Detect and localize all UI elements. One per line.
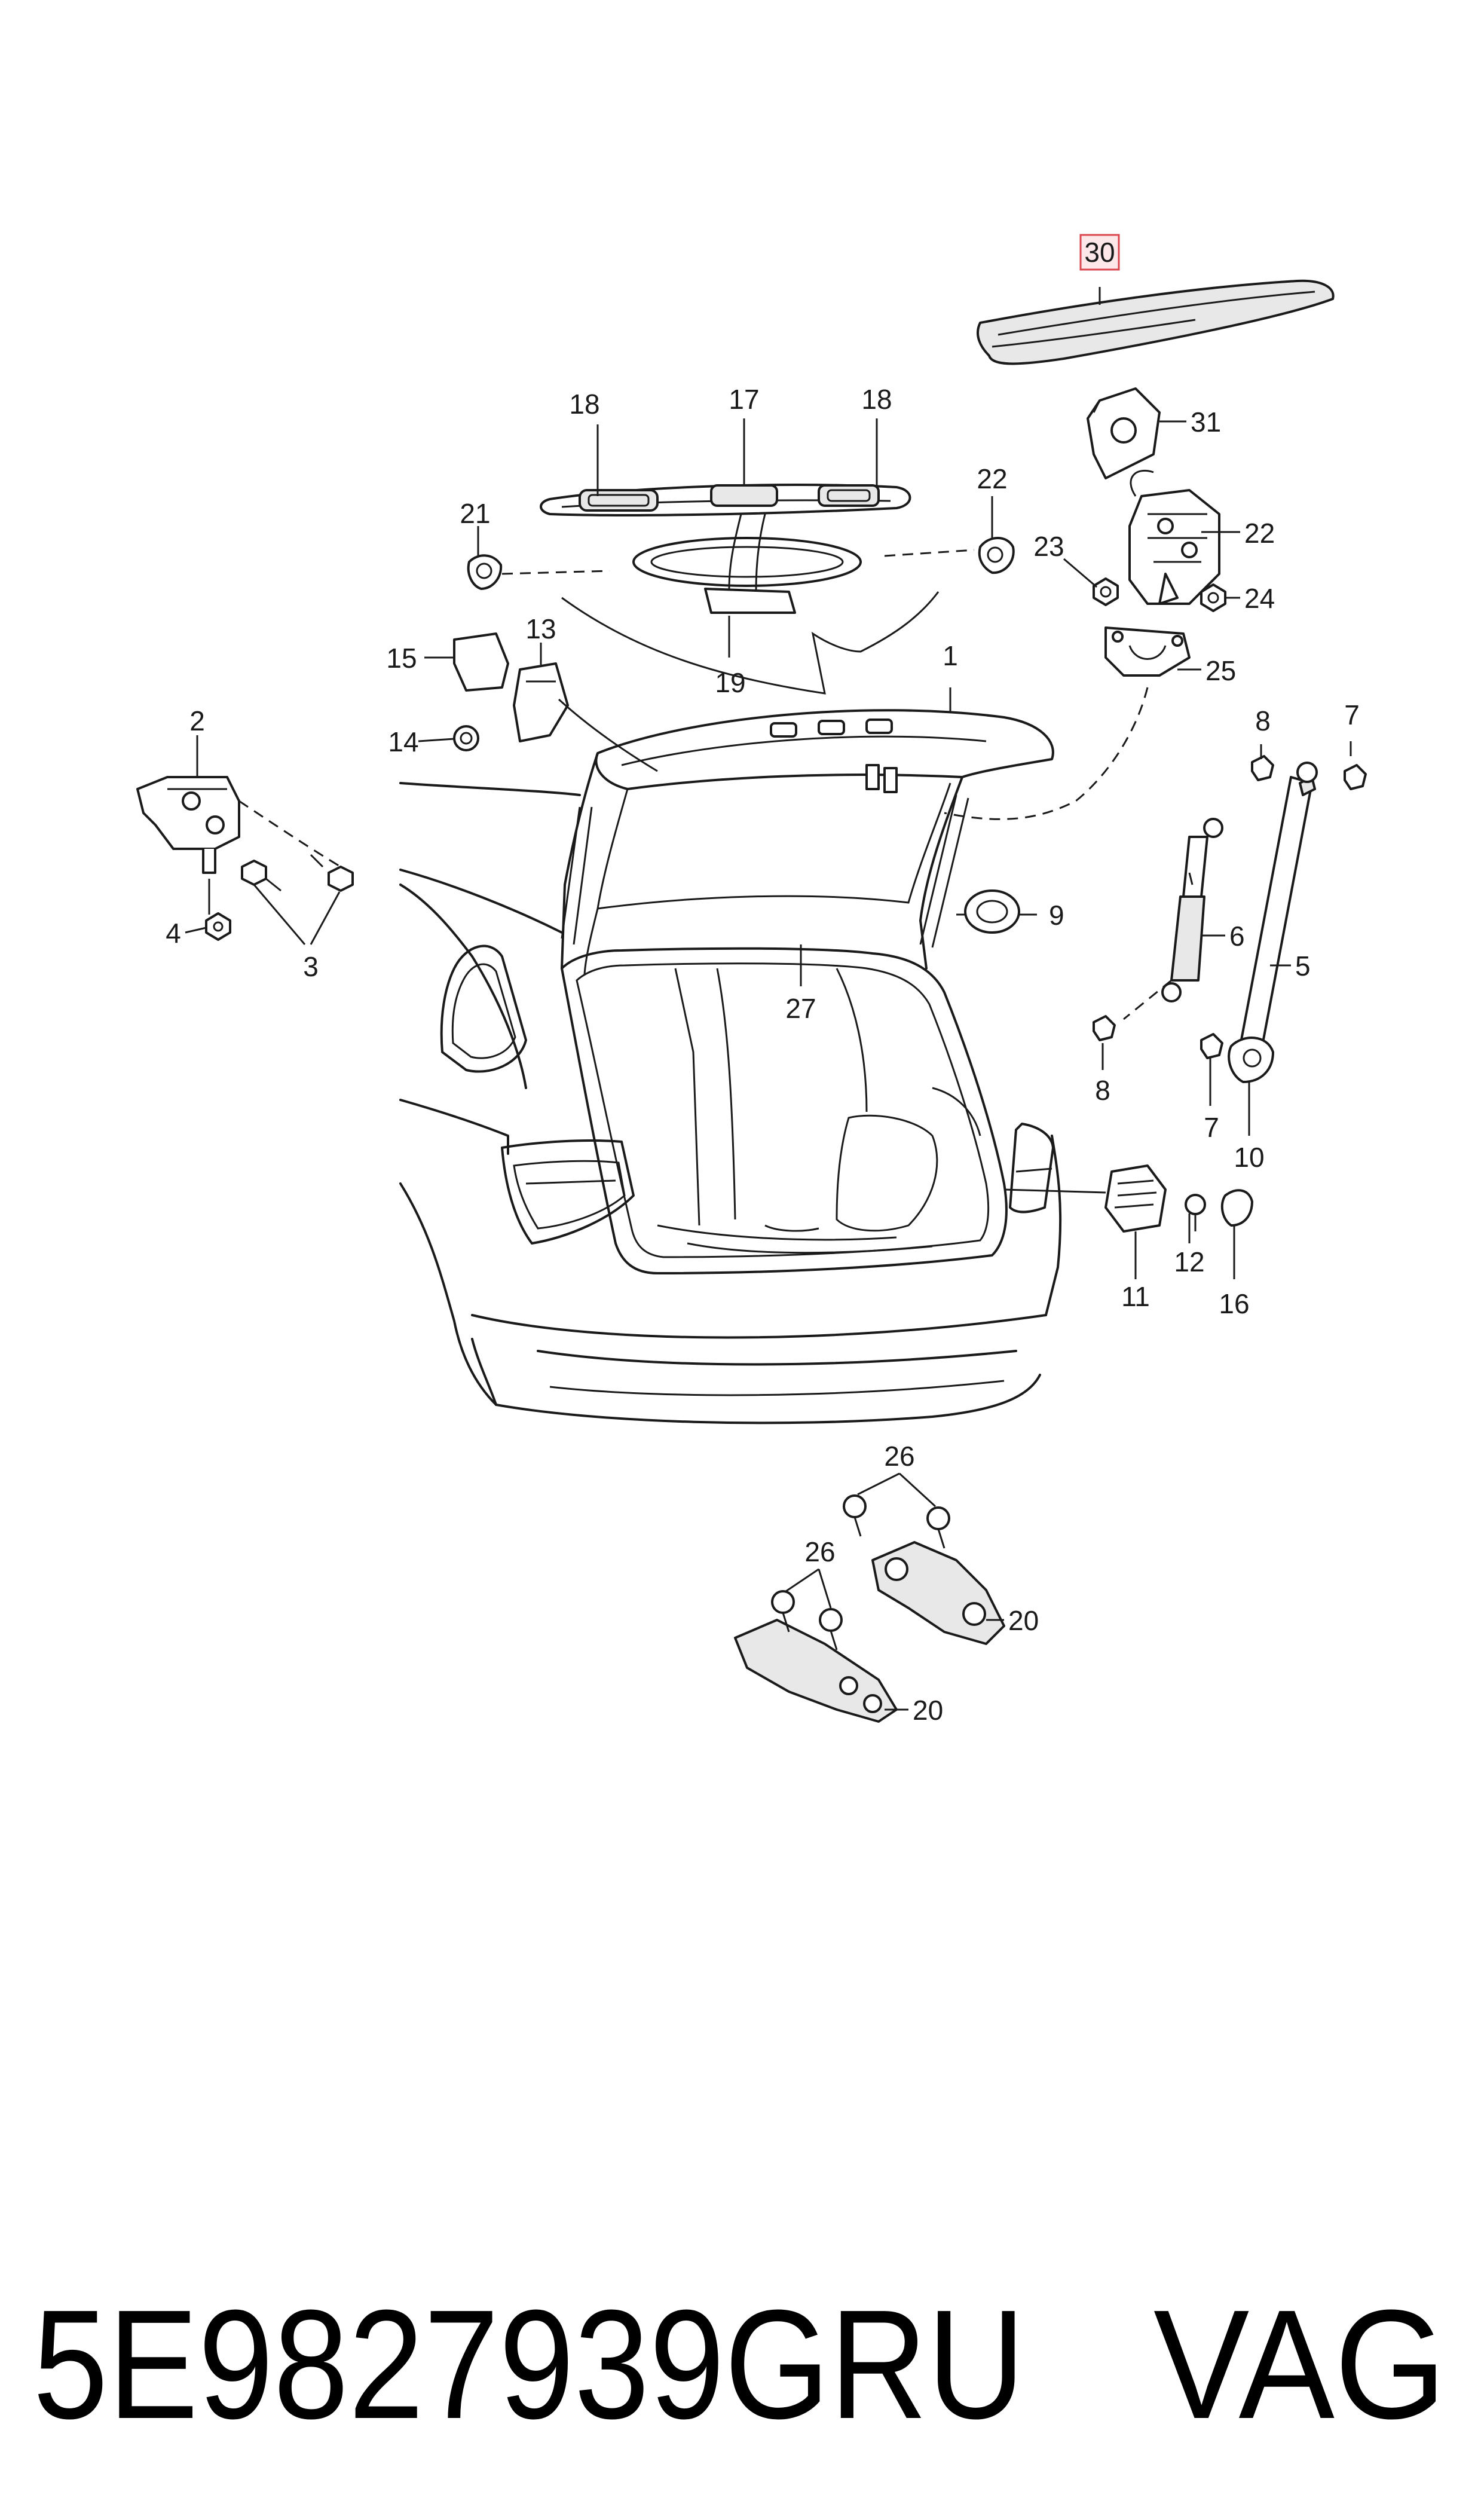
cover-part-16 xyxy=(1220,1189,1253,1227)
brand-caption: VAG xyxy=(1153,2278,1446,2451)
callout-26-top: 26 xyxy=(884,1441,914,1472)
callout-31: 31 xyxy=(1191,406,1221,438)
callout-22-left: 23 xyxy=(1033,531,1064,562)
callout-14: 11 xyxy=(1121,1281,1150,1312)
callout-20-right: 22 xyxy=(977,463,1007,494)
callout-17: 17 xyxy=(729,384,759,415)
bolt-part-26-d xyxy=(819,1608,843,1650)
striker-part-23 xyxy=(1104,626,1191,677)
bracket-part-11 xyxy=(513,662,569,742)
ball-stud-part-8-top xyxy=(1251,755,1274,781)
handle-ring-part-19 xyxy=(632,513,862,614)
callout-21: 22 xyxy=(1244,518,1275,549)
bolt-part-3-b xyxy=(310,854,354,892)
bracket-part-24 xyxy=(871,1541,1005,1645)
callout-3: 3 xyxy=(303,951,319,982)
group-arc xyxy=(561,591,940,695)
bolt-part-26-b xyxy=(926,1506,950,1549)
callout-9: 9 xyxy=(1049,900,1064,931)
callout-13: 15 xyxy=(386,643,417,674)
hinge-part-2 xyxy=(136,776,240,874)
leader-lines xyxy=(185,287,1352,1711)
callout-1: 1 xyxy=(943,640,958,671)
grommet-part-9 xyxy=(964,889,1020,934)
bolt-part-3-a xyxy=(241,860,281,892)
gas-strut-part-6 xyxy=(1161,818,1223,1002)
callout-15: 12 xyxy=(1174,1246,1204,1277)
callout-23: 25 xyxy=(1205,655,1236,686)
lock-part-21 xyxy=(1128,469,1220,605)
callout-26-bottom: 26 xyxy=(804,1536,835,1567)
tailgate xyxy=(561,709,1054,975)
switch-part-17 xyxy=(710,484,778,507)
callout-6: 6 xyxy=(1229,921,1245,952)
ball-stud-part-7-top xyxy=(1344,764,1367,790)
callout-5: 5 xyxy=(1295,950,1311,982)
clip-part-20-left xyxy=(467,554,503,590)
gas-strut-part-5 xyxy=(1239,762,1318,1053)
bushing-part-10 xyxy=(1228,1037,1274,1083)
nut-part-22-right xyxy=(1200,583,1226,612)
nut-part-22-left xyxy=(1093,577,1119,606)
callout-10: 10 xyxy=(1234,1142,1264,1173)
callout-25: 20 xyxy=(913,1695,943,1726)
spoiler-part-30 xyxy=(977,279,1335,365)
callout-18-left: 18 xyxy=(569,389,599,420)
screw-part-12 xyxy=(453,725,479,751)
callout-7-top: 7 xyxy=(1344,699,1360,730)
bolt-part-26-a xyxy=(843,1494,867,1537)
nut-part-4 xyxy=(205,912,231,941)
lamp-part-18-left xyxy=(579,489,659,512)
car-body-rear xyxy=(399,782,1062,1424)
bolt-part-26-c xyxy=(771,1590,795,1633)
callout-22-right: 24 xyxy=(1244,583,1275,614)
clip-part-20-right xyxy=(978,537,1015,574)
callout-16: 16 xyxy=(1219,1288,1249,1319)
callout-30-highlight xyxy=(1079,234,1120,271)
bracket-part-25 xyxy=(734,1619,898,1723)
callout-8-bottom: 8 xyxy=(1095,1075,1110,1106)
part-number-caption: 5E9827939GRU xyxy=(33,2278,1025,2451)
callout-18-right: 18 xyxy=(861,384,892,415)
callout-20-left: 21 xyxy=(460,498,490,529)
callout-4: 4 xyxy=(166,918,181,949)
bracket-part-31 xyxy=(1087,387,1161,479)
callout-19: 19 xyxy=(715,667,745,698)
dashed-connectors xyxy=(238,549,1172,1020)
callout-30: 30 xyxy=(1084,237,1115,268)
callout-12: 14 xyxy=(388,726,418,757)
callout-2: 2 xyxy=(189,705,205,736)
lamp-part-18-right xyxy=(818,484,880,507)
callout-24: 20 xyxy=(1008,1605,1039,1636)
callout-labels: 30 31 22 23 24 25 18 17 18 22 21 19 1 15… xyxy=(166,234,1360,1726)
ball-stud-part-8-bottom xyxy=(1093,1015,1116,1041)
callout-27: 27 xyxy=(785,993,816,1024)
cap-part-13 xyxy=(453,632,509,692)
motor-part-14 xyxy=(1104,1164,1167,1233)
callout-7-bottom: 7 xyxy=(1204,1112,1219,1143)
callout-11: 13 xyxy=(525,613,556,644)
callout-8-top: 8 xyxy=(1255,705,1271,736)
screw-part-15 xyxy=(1185,1194,1206,1231)
ball-stud-part-7-bottom xyxy=(1200,1033,1223,1059)
